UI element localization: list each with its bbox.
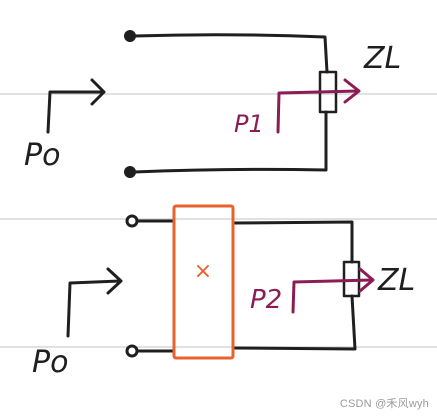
bottom-power-arrow-shaft <box>291 278 374 314</box>
top-wire-upper <box>132 33 329 74</box>
bottom-wire-upper-right <box>231 220 354 264</box>
two-port-block: × <box>172 204 235 360</box>
top-port-arrowhead <box>90 78 106 106</box>
top-power-arrowhead <box>343 78 361 104</box>
bottom-wire-lower-right <box>231 294 357 351</box>
top-load-label: ZL <box>363 41 401 76</box>
bottom-port-arrow <box>66 279 122 338</box>
bottom-power-arrowhead <box>358 267 375 293</box>
top-power-arrow-shaft <box>276 89 360 134</box>
bottom-port-label: Po <box>32 345 68 380</box>
bottom-power-label: P2 <box>250 285 282 315</box>
top-wire-lower <box>132 110 328 174</box>
top-port-arrow <box>46 90 105 134</box>
bottom-circuit <box>66 214 361 358</box>
top-power-label: P1 <box>234 110 264 138</box>
top-port-label: Po <box>24 138 60 173</box>
ruled-lines <box>0 93 437 348</box>
watermark: CSDN @禾风wyh <box>339 398 429 410</box>
bottom-port-arrowhead <box>106 267 123 295</box>
two-port-block-mark: × <box>194 259 212 284</box>
two-port-block-outline <box>172 204 235 360</box>
bottom-load-label: ZL <box>377 263 415 298</box>
top-circuit <box>46 30 338 178</box>
bottom-power-arrow <box>291 267 375 314</box>
top-power-arrow <box>276 78 361 134</box>
